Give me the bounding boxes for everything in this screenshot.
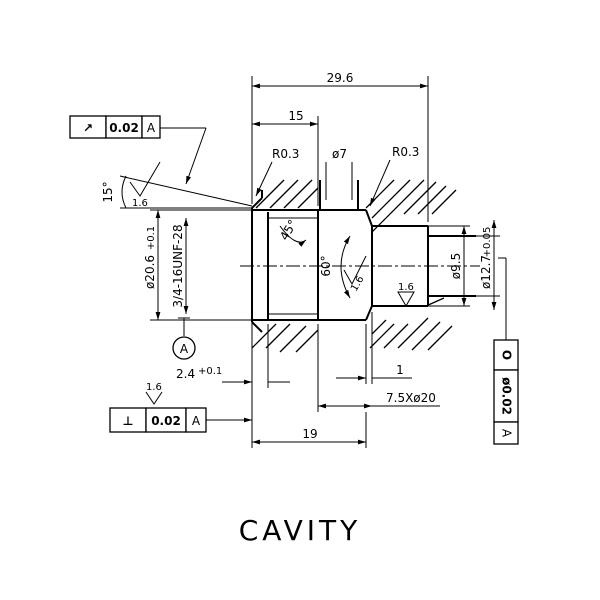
surface-finish-symbols bbox=[129, 161, 415, 405]
perpendicularity-symbol: ⊥ bbox=[123, 414, 134, 428]
perpendicularity-frame: ⊥ 0.02 A bbox=[109, 407, 207, 433]
circularity-datum: A bbox=[500, 429, 514, 438]
finish-top-left: 1.6 bbox=[132, 198, 148, 209]
circularity-tolerance: ø0.02 bbox=[500, 377, 514, 415]
runout-tolerance: 0.02 bbox=[109, 121, 139, 135]
dimension-lines bbox=[119, 76, 507, 448]
finish-inner-2: 1.6 bbox=[398, 282, 414, 293]
drawing-title: CAVITY bbox=[239, 514, 362, 547]
dim-radius-left: R0.3 bbox=[272, 147, 299, 161]
circularity-symbol: O bbox=[500, 350, 514, 360]
dim-thread: 3/4-16UNF-28 bbox=[171, 224, 185, 307]
dim-radius-right: R0.3 bbox=[392, 145, 419, 159]
dim-dia-12-7-tol: +0.05 bbox=[482, 227, 493, 258]
perpendicularity-datum: A bbox=[192, 414, 201, 428]
dim-7-5-x-20: 7.5Xø20 bbox=[386, 391, 436, 405]
dim-depth-2-4-tol: +0.1 bbox=[198, 366, 222, 377]
runout-symbol: ↗ bbox=[83, 121, 93, 135]
dim-dia-7: ø7 bbox=[332, 147, 347, 161]
section-hatching bbox=[251, 179, 457, 353]
dim-angle-15: 15° bbox=[101, 181, 115, 202]
dim-overall-length: 29.6 bbox=[327, 71, 354, 85]
dim-angle-60: 60° bbox=[319, 255, 333, 276]
dim-angle-45: 45° bbox=[277, 217, 300, 242]
runout-datum: A bbox=[147, 121, 156, 135]
dim-dia-12-7: ø12.7 bbox=[479, 255, 493, 289]
datum-label: A bbox=[180, 342, 189, 356]
circularity-frame: O ø0.02 A bbox=[493, 339, 519, 445]
dim-depth-2-4: 2.4 bbox=[176, 367, 195, 381]
cavity-profile bbox=[251, 180, 476, 333]
dim-19: 19 bbox=[302, 427, 317, 441]
datum-circle bbox=[172, 336, 196, 360]
finish-bottom-left: 1.6 bbox=[146, 382, 162, 393]
perpendicularity-tolerance: 0.02 bbox=[151, 414, 181, 428]
finish-inner-1: 1.6 bbox=[349, 274, 366, 293]
dim-dia-20-6: ø20.6 bbox=[143, 255, 157, 289]
runout-frame: ↗ 0.02 A bbox=[69, 115, 161, 139]
dim-1: 1 bbox=[396, 363, 404, 377]
dim-dia-9-5: ø9.5 bbox=[449, 253, 463, 279]
dim-dia-20-6-tol: +0.1 bbox=[146, 226, 157, 250]
dim-depth-15: 15 bbox=[288, 109, 303, 123]
